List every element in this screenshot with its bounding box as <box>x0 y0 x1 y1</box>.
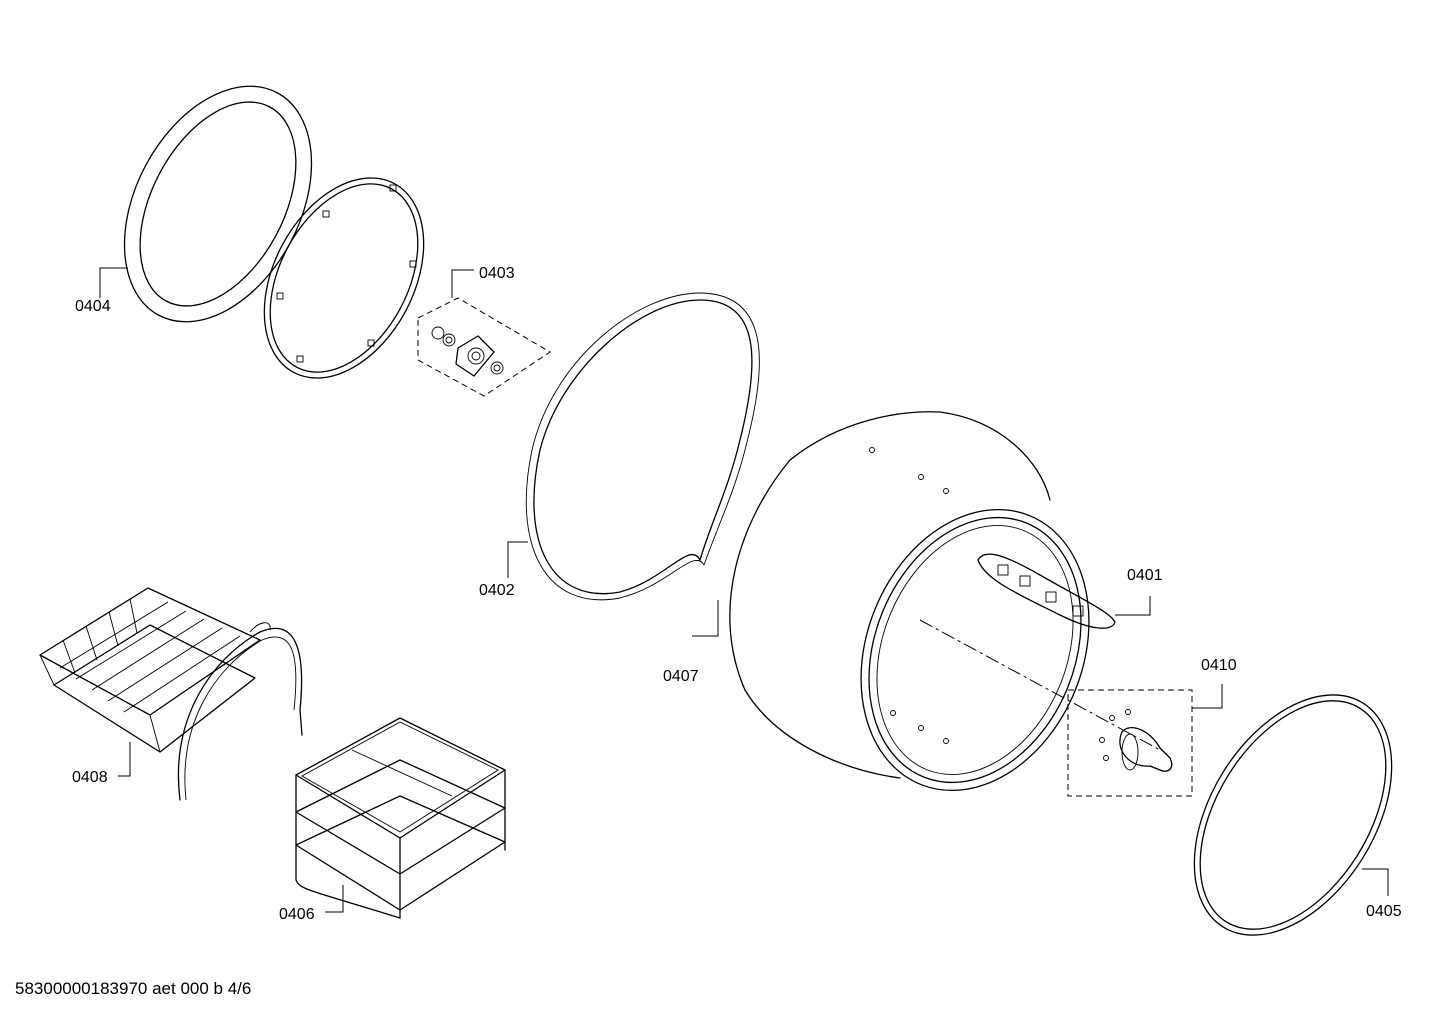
callout-0410: 0410 <box>1201 657 1237 674</box>
part-0401-drum-paddle <box>977 553 1151 629</box>
part-0410-drum-spindle <box>919 619 1223 797</box>
drawing-reference-footer: 58300000183970 aet 000 b 4/6 <box>15 979 252 998</box>
callout-0404: 0404 <box>75 298 111 315</box>
callout-0402: 0402 <box>479 582 515 599</box>
callout-0401: 0401 <box>1127 567 1163 584</box>
part-0407-drum <box>692 411 1090 792</box>
part-0403-bearing-kit <box>417 269 551 397</box>
part-0402-drive-belt <box>507 292 760 601</box>
part-0406-shoe-rack <box>295 717 506 919</box>
part-0404-door-ring <box>99 85 313 323</box>
callout-0403: 0403 <box>479 265 515 282</box>
part-door-seal-ring <box>263 177 425 379</box>
callout-0405: 0405 <box>1366 903 1402 920</box>
part-0405-rear-seal <box>1193 694 1393 936</box>
callout-0407: 0407 <box>663 668 699 685</box>
part-0408-drying-rack <box>39 587 303 801</box>
callout-0406: 0406 <box>279 906 315 923</box>
callout-0408: 0408 <box>72 769 108 786</box>
